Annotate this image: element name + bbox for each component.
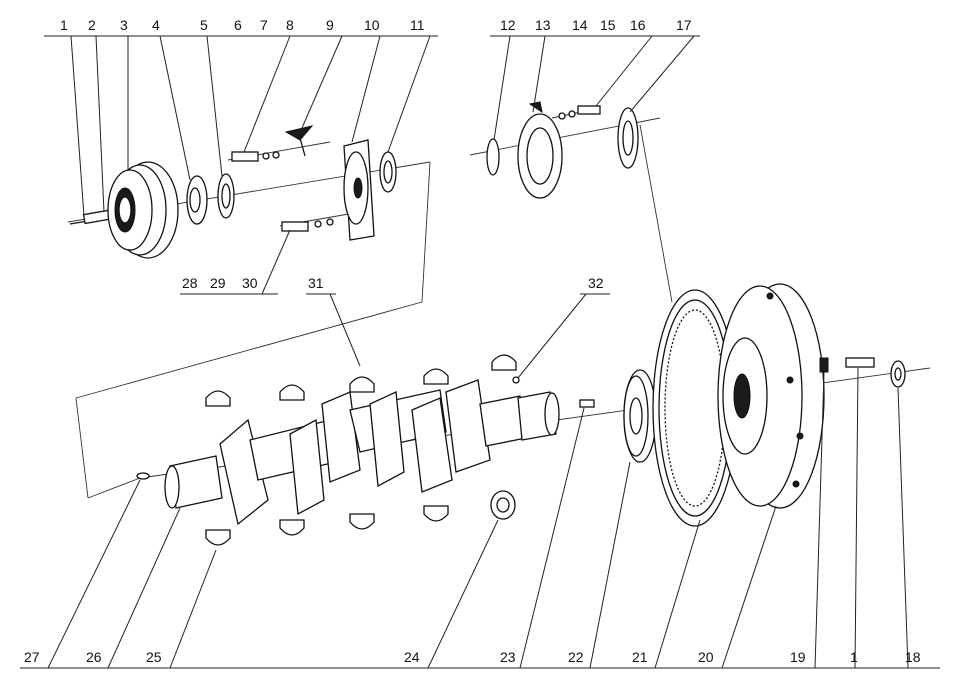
- bolt-14-16: [558, 105, 601, 120]
- flywheel-20: [717, 283, 825, 509]
- callout-20: 20: [698, 649, 714, 665]
- callout-5: 5: [200, 17, 208, 33]
- callouts-top-left: 1 2 3 4 5 6 7 8 9 10 11: [60, 17, 425, 33]
- callouts-top-right: 12 13 14 15 16 17: [500, 17, 692, 33]
- callout-31: 31: [308, 275, 324, 291]
- callout-18: 18: [905, 649, 921, 665]
- callout-28: 28: [182, 275, 198, 291]
- callout-3: 3: [120, 17, 128, 33]
- callout-6: 6: [234, 17, 242, 33]
- bolt-6-8: [231, 151, 280, 162]
- key-23: [579, 399, 595, 408]
- callout-4: 4: [152, 17, 160, 33]
- seal-5: [217, 173, 235, 219]
- callouts-middle: 31 32: [308, 275, 604, 291]
- callout-19: 19: [790, 649, 806, 665]
- crankshaft-26: [164, 379, 560, 526]
- pulley-3: [107, 161, 179, 259]
- callout-29: 29: [210, 275, 226, 291]
- callout-15: 15: [600, 17, 616, 33]
- callout-13: 13: [535, 17, 551, 33]
- plug-32: [512, 376, 520, 384]
- thrust-washer-24: [490, 490, 516, 520]
- callout-9: 9: [326, 17, 334, 33]
- callout-11: 11: [410, 17, 425, 33]
- callout-27: 27: [24, 649, 40, 665]
- callout-2: 2: [88, 17, 96, 33]
- bolts-28-30: [281, 218, 334, 232]
- callout-26: 26: [86, 649, 102, 665]
- callout-14: 14: [572, 17, 588, 33]
- callout-16: 16: [630, 17, 646, 33]
- callout-8: 8: [286, 17, 294, 33]
- crank-gear-22: [623, 369, 657, 463]
- callout-21: 21: [632, 649, 648, 665]
- callout-1: 1: [60, 17, 68, 33]
- callout-17: 17: [676, 17, 692, 33]
- key-27: [136, 472, 150, 480]
- seal-ring-11: [379, 151, 397, 193]
- callout-1-bottom: 1: [850, 649, 858, 665]
- retainer-13: [517, 101, 563, 199]
- pin-9: [284, 125, 314, 157]
- callout-30: 30: [242, 275, 258, 291]
- callouts-middle-left: 28 29 30: [182, 275, 258, 291]
- callout-25: 25: [146, 649, 162, 665]
- callout-32: 32: [588, 275, 604, 291]
- callout-7: 7: [260, 17, 268, 33]
- callout-10: 10: [364, 17, 380, 33]
- callouts-bottom: 27 26 25 24 23 22 21 20 19 1 18: [24, 649, 921, 665]
- bushing-19: [819, 357, 829, 373]
- o-ring-12: [486, 138, 500, 176]
- timing-cover-10: [343, 139, 375, 241]
- callout-12: 12: [500, 17, 516, 33]
- rear-seal-17: [617, 107, 639, 169]
- callout-24: 24: [404, 649, 420, 665]
- bolt-1-right: [845, 357, 875, 368]
- callout-22: 22: [568, 649, 584, 665]
- bearing-18: [890, 360, 906, 388]
- leader-lines: [20, 35, 940, 669]
- washer-4: [186, 175, 208, 225]
- main-bearings-upper-31: [205, 354, 517, 407]
- callout-23: 23: [500, 649, 516, 665]
- main-bearings-lower-25: [205, 505, 449, 546]
